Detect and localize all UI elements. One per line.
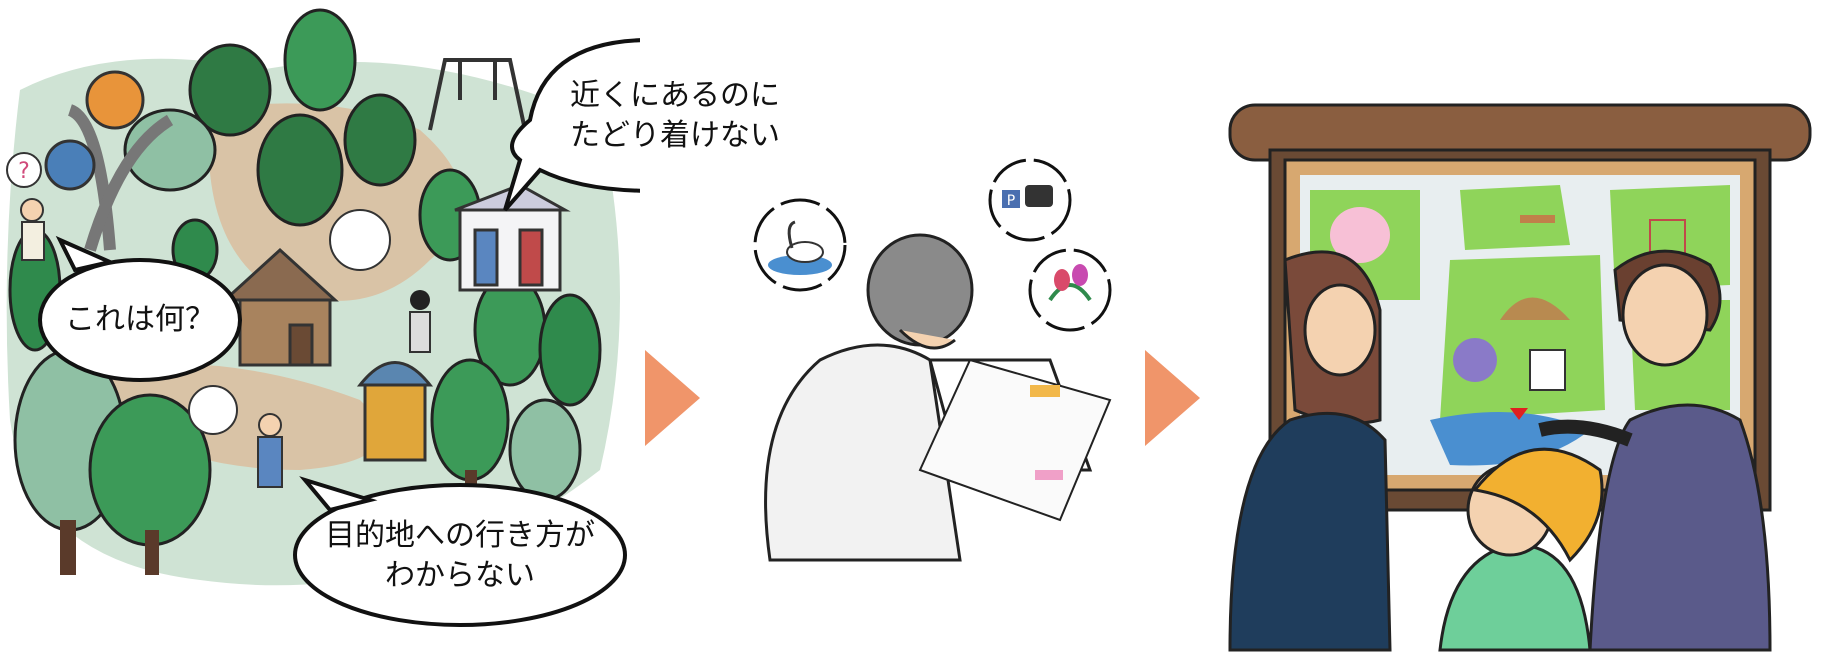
svg-text:?: ? <box>18 159 30 184</box>
restroom-building-icon <box>454 183 571 292</box>
swing-icon <box>428 58 527 131</box>
scene-lost-in-park: ? 近くにあるのに たどり着けない これは何？ 目的地への行き方が わからない <box>0 0 780 656</box>
sketch-paper-icon <box>918 358 1112 522</box>
confused-girl-icon <box>329 209 431 353</box>
scene-designer-planning: P <box>730 0 1140 656</box>
father-icon <box>1538 249 1772 652</box>
bubble-near-line2: たどり着けない <box>570 118 780 153</box>
swan-thought-icon <box>753 198 847 292</box>
confused-boy-icon <box>188 385 283 488</box>
speech-bubble-outline <box>38 38 640 627</box>
tree-icon <box>8 8 602 575</box>
bubble-near-line1: 近くにあるのに <box>570 78 780 113</box>
bubble-route-line2: わからない <box>385 558 535 593</box>
bubble-route-line1: 目的地への行き方が <box>325 518 595 553</box>
svg-text:P: P <box>1007 193 1015 209</box>
gazebo-icon <box>356 361 434 462</box>
tulip-thought-icon <box>1028 248 1112 332</box>
bubble-what: これは何？ <box>65 302 215 337</box>
mother-icon <box>1228 250 1392 652</box>
arrow-right-icon <box>640 0 710 656</box>
arrow-right-icon-2 <box>1140 0 1210 656</box>
sculpture-icon <box>44 70 174 252</box>
child-icon <box>1438 447 1604 652</box>
confused-man-icon: ? <box>6 152 45 261</box>
scene-park-map-board <box>1210 0 1830 656</box>
parking-thought-icon: P <box>988 158 1072 242</box>
cabin-icon <box>221 247 339 367</box>
